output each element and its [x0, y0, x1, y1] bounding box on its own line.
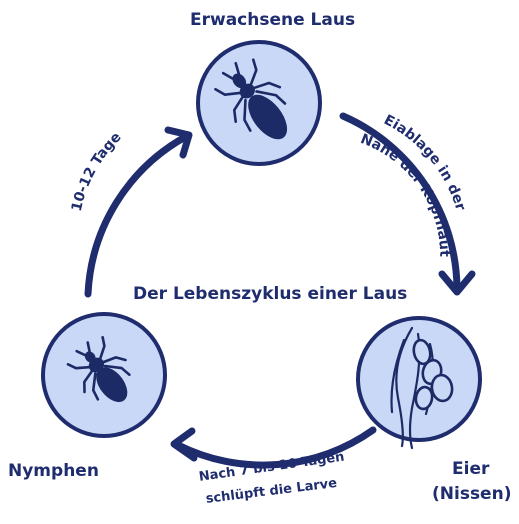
diagram-title: Der Lebenszyklus einer Laus [133, 284, 407, 304]
adult-stage-label: Erwachsene Laus [190, 10, 355, 30]
nymphs-stage-label: Nymphen [8, 461, 99, 481]
eggs-stage-label-line1: Eier [452, 459, 489, 479]
eggs-stage-label-line2: (Nissen) [432, 484, 511, 504]
